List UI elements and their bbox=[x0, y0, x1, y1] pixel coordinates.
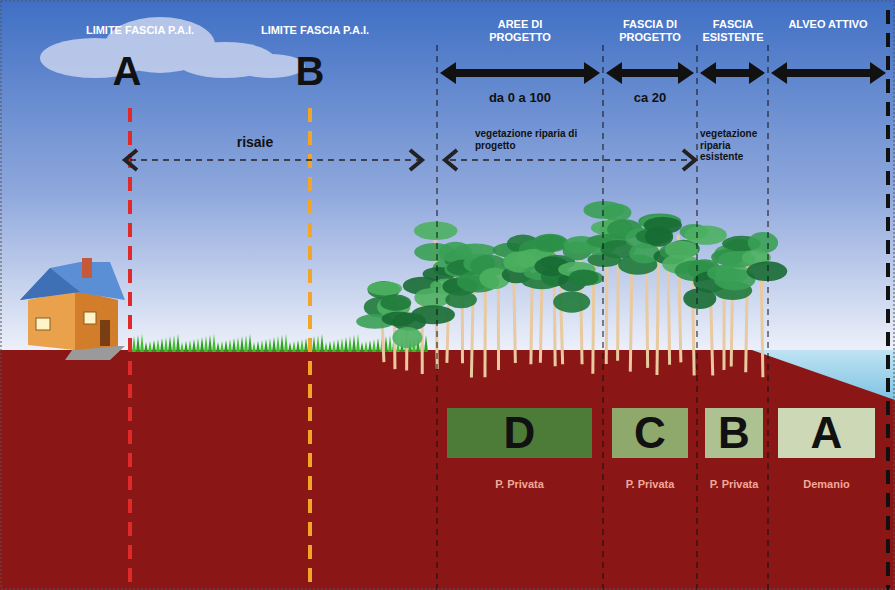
water bbox=[752, 350, 895, 400]
ownership-label: P. Privata bbox=[495, 478, 544, 490]
zone-letter: B bbox=[718, 411, 750, 455]
ownership-label: P. Privata bbox=[626, 478, 675, 490]
label: da 0 a 100 bbox=[460, 91, 580, 106]
label: vegetazione riparia di progetto bbox=[475, 128, 605, 151]
house bbox=[20, 258, 125, 360]
ground bbox=[0, 350, 895, 590]
label: FASCIA ESISTENTE bbox=[700, 18, 766, 43]
extent-arrows bbox=[125, 150, 695, 170]
ownership-label: P. Privata bbox=[710, 478, 759, 490]
zone-box: DP. Privata bbox=[447, 408, 592, 458]
zone-letter: D bbox=[504, 411, 536, 455]
zone-letter: C bbox=[634, 411, 666, 455]
label: vegetazione riparia esistente bbox=[700, 128, 766, 163]
zone-box: ADemanio bbox=[778, 408, 875, 458]
label: LIMITE FASCIA P.A.I. bbox=[65, 24, 215, 37]
label: ca 20 bbox=[610, 91, 690, 106]
trees bbox=[356, 201, 787, 377]
zone-letter: A bbox=[102, 48, 152, 94]
dimension-arrows bbox=[440, 62, 886, 84]
ownership-label: Demanio bbox=[803, 478, 849, 490]
boundary-lines bbox=[130, 10, 888, 590]
label: FASCIA DI PROGETTO bbox=[607, 18, 693, 43]
label: LIMITE FASCIA P.A.I. bbox=[240, 24, 390, 37]
label: AREE DI PROGETTO bbox=[470, 18, 570, 43]
zone-letter: B bbox=[285, 48, 335, 94]
zone-box: CP. Privata bbox=[612, 408, 688, 458]
zone-box: BP. Privata bbox=[705, 408, 763, 458]
zone-letter: A bbox=[811, 411, 843, 455]
label: ALVEO ATTIVO bbox=[788, 18, 868, 31]
label: risaie bbox=[215, 134, 295, 150]
